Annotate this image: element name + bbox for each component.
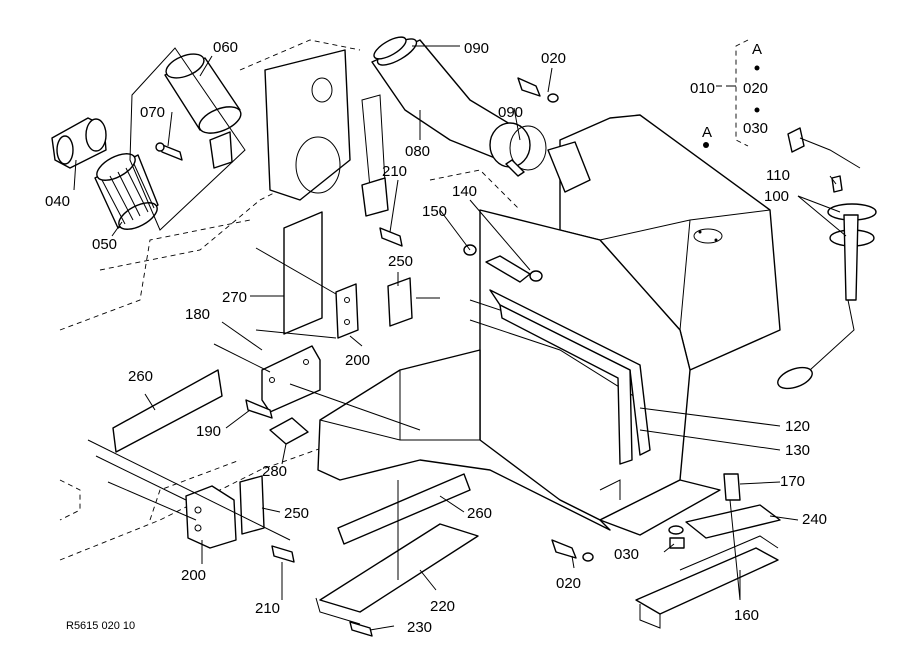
mounting-plate (264, 49, 351, 201)
label-240: 240 (802, 511, 827, 528)
label-160: 160 (734, 607, 759, 624)
pad-250-upper (387, 277, 413, 327)
label-200-upper: 200 (345, 352, 370, 369)
fitting-020-bottom (551, 539, 594, 562)
label-070: 070 (140, 104, 165, 121)
label-260-mid: 260 (467, 505, 492, 522)
strainer-cap-040 (51, 117, 107, 169)
tank-marker-dot (703, 142, 709, 148)
tank-band-120 (489, 289, 651, 465)
fittings-140-150 (463, 244, 543, 283)
plate-220 (315, 523, 479, 625)
label-230: 230 (407, 619, 432, 636)
hose-band-090-top (373, 36, 407, 60)
bolt-170 (723, 473, 741, 501)
reference-code: R5615 020 10 (66, 620, 135, 632)
bracket-200-upper (335, 283, 359, 339)
label-100: 100 (764, 188, 789, 205)
fitting-020-top (517, 77, 559, 103)
fuel-tank (317, 114, 781, 536)
label-040: 040 (45, 193, 70, 210)
label-140: 140 (452, 183, 477, 200)
bolt-230 (349, 621, 373, 637)
label-280: 280 (262, 463, 287, 480)
label-120: 120 (785, 418, 810, 435)
pad-280 (269, 417, 309, 445)
label-260-left: 260 (128, 368, 153, 385)
label-110: 110 (766, 167, 790, 184)
kit-dot-1 (754, 65, 760, 71)
strainer-box-outline (129, 47, 246, 231)
pad-270 (283, 211, 323, 335)
kit-item-020: 020 (743, 80, 768, 97)
label-200-lower: 200 (181, 567, 206, 584)
strap-bracket (361, 94, 389, 217)
fuel-level-sender-100 (777, 127, 877, 390)
label-050: 050 (92, 236, 117, 253)
pad-240 (685, 504, 781, 539)
tank-kit-marker: A (702, 124, 712, 141)
filter-element-050 (94, 153, 159, 230)
label-030-bottom: 030 (614, 546, 639, 563)
filler-hose-080 (371, 38, 531, 168)
kit-marker: A (752, 41, 762, 58)
pad-250-lower (239, 475, 265, 535)
kit-dot-2 (754, 107, 760, 113)
label-130: 130 (785, 442, 810, 459)
kit-item-030: 030 (743, 120, 768, 137)
label-170: 170 (780, 473, 805, 490)
pad-260-mid (337, 473, 471, 545)
leader-lines (73, 45, 847, 631)
bracket-160 (635, 535, 779, 629)
label-020-bottom: 020 (556, 575, 581, 592)
bolt-190 (245, 399, 273, 419)
kit-bracket (726, 39, 749, 147)
label-020-top: 020 (541, 50, 566, 67)
label-250-lower: 250 (284, 505, 309, 522)
bracket-180 (261, 345, 321, 413)
label-080: 080 (405, 143, 430, 160)
hose-band-090-mid (505, 125, 547, 177)
bolt-210-upper (379, 227, 403, 247)
bolt-210-lower (271, 545, 295, 563)
label-210-upper: 210 (382, 163, 407, 180)
bracket-200-lower (185, 485, 237, 549)
bolt-070 (155, 142, 183, 161)
alignment-lines (87, 247, 741, 601)
label-150: 150 (422, 203, 447, 220)
label-250-upper: 250 (388, 253, 413, 270)
label-180: 180 (185, 306, 210, 323)
label-090-top: 090 (464, 40, 489, 57)
label-220: 220 (430, 598, 455, 615)
label-010: 010 (690, 80, 715, 97)
pad-260-left (112, 369, 223, 453)
label-270: 270 (222, 289, 247, 306)
label-210-lower: 210 (255, 600, 280, 617)
label-060: 060 (213, 39, 238, 56)
intake-pipe-060 (164, 53, 242, 169)
label-190: 190 (196, 423, 221, 440)
drain-plug-030 (668, 525, 685, 549)
label-090-mid: 090 (498, 104, 523, 121)
callout-labels: 060 070 040 050 090 020 090 080 210 140 … (45, 39, 827, 636)
